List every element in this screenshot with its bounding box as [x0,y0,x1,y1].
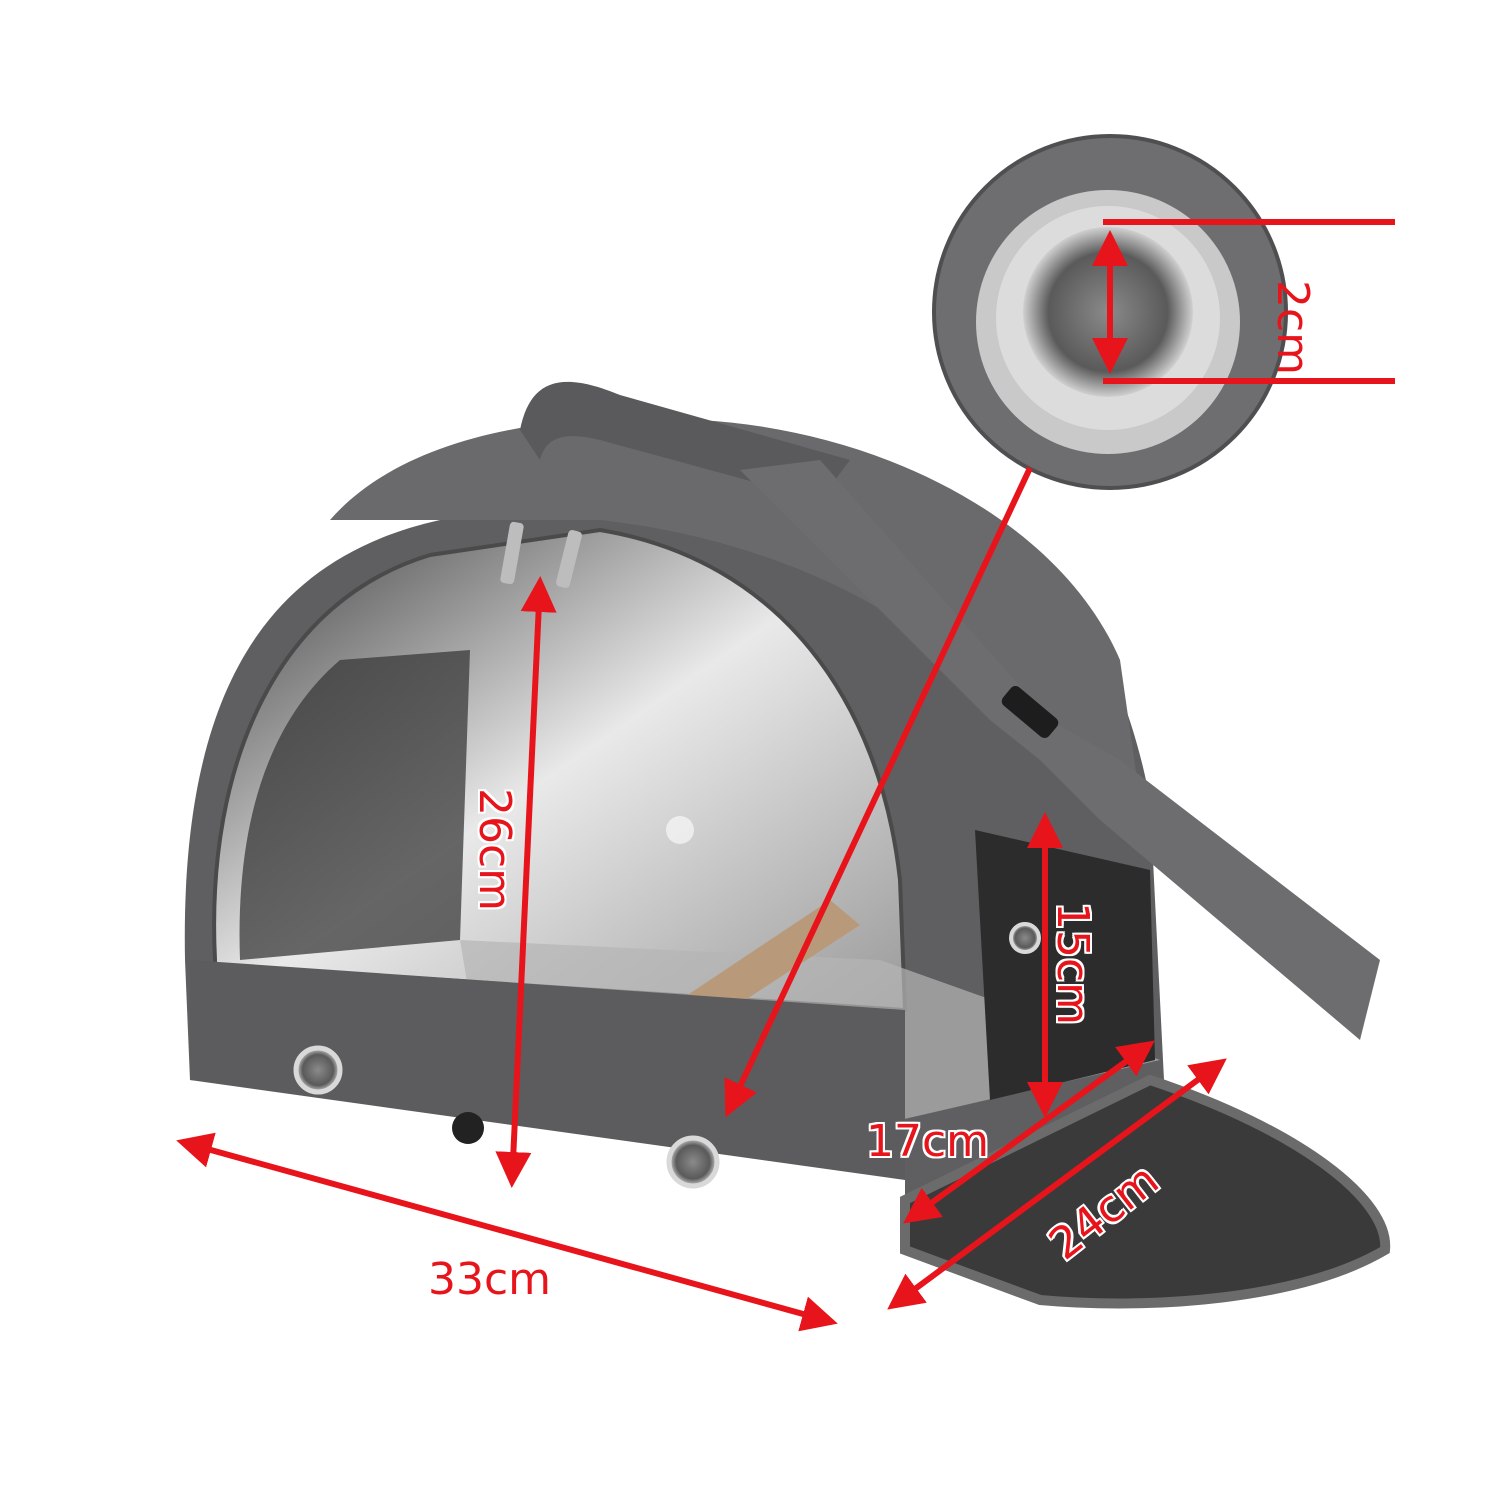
door-width-label: 17cm [866,1116,990,1167]
carrier-body [184,381,1391,1309]
length-label: 33cm [428,1254,552,1305]
vent-hole-diameter-label: 2cm [1267,280,1318,376]
door-height-label: 15cm [1047,902,1098,1026]
height-label: 26cm [469,788,520,912]
